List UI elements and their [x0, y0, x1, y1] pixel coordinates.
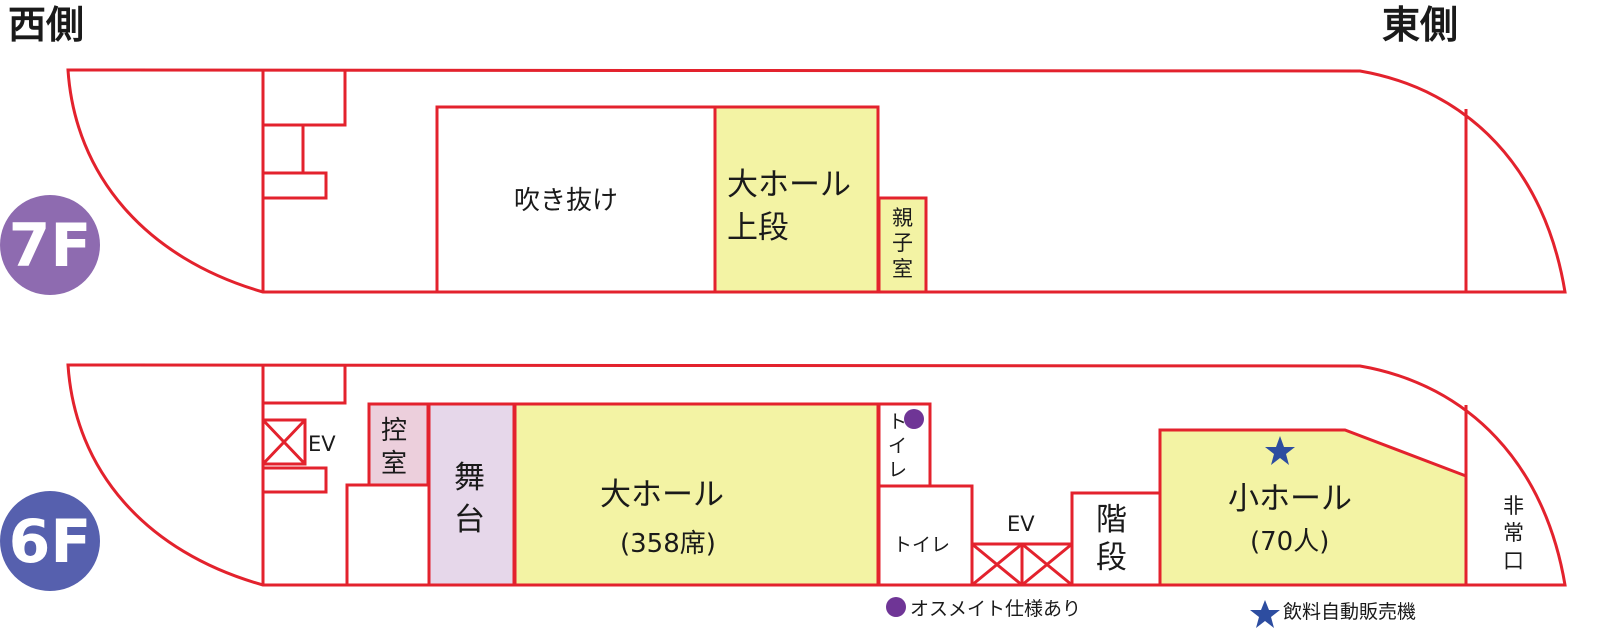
floor-7f-outline	[66, 68, 1567, 294]
floor-6f-west-core	[261, 365, 347, 585]
elevator-west-x	[261, 418, 307, 466]
floor-7f-badge-label: 7F	[9, 211, 92, 281]
legend: オスメイト仕様あり 飲料自動販売機	[886, 597, 1416, 628]
elevator-west-label: EV	[308, 432, 336, 456]
legend-vending-star-icon	[1250, 600, 1280, 628]
west-side-label: 西側	[8, 3, 84, 47]
room-big-hall-upper-label-2: 上段	[727, 210, 789, 246]
elevator-east-label: EV	[1007, 512, 1035, 536]
room-big-hall-label: 大ホール	[600, 477, 724, 513]
vending-machine-star-icon	[1265, 436, 1295, 465]
room-big-hall-upper-label-1: 大ホール	[727, 167, 851, 203]
room-small-hall-label: 小ホール	[1228, 481, 1352, 517]
room-stage-label-1: 舞	[454, 460, 485, 496]
room-green-room-label-2: 室	[381, 449, 407, 479]
floor-7f-badge: 7F	[0, 195, 100, 295]
room-big-hall-seats: (358席)	[620, 529, 716, 559]
legend-vending-label: 飲料自動販売機	[1283, 601, 1416, 623]
legend-ostomate-label: オスメイト仕様あり	[910, 598, 1081, 620]
legend-ostomate-icon	[886, 597, 906, 617]
room-parent-child-label-2: 子	[892, 231, 913, 255]
room-green-room	[367, 402, 430, 487]
room-stairs-label-2: 段	[1096, 540, 1127, 576]
room-small-hall-capacity: (70人)	[1250, 527, 1329, 557]
emergency-exit-label-3: 口	[1503, 549, 1524, 573]
elevator-east	[970, 542, 1074, 587]
room-west-storage	[345, 483, 431, 587]
room-toilet-label: トイレ	[893, 534, 950, 556]
room-toilet-ostomate-label-3: レ	[888, 459, 907, 481]
floor-7f-plan: 吹き抜け 大ホール 上段 親 子 室	[66, 68, 1567, 294]
room-parent-child	[877, 196, 928, 294]
east-side-label: 東側	[1382, 3, 1458, 47]
floor-6f-plan: EV 控 室 舞 台 大ホール (358席) ト イ レ トイレ EV 階 段	[66, 363, 1567, 587]
room-stage-label-2: 台	[454, 502, 485, 538]
room-parent-child-label-1: 親	[892, 206, 913, 230]
floor-7f-west-core	[261, 70, 347, 292]
floor-6f-outline	[66, 363, 1567, 587]
emergency-exit-label-2: 常	[1503, 521, 1524, 545]
room-atrium-label: 吹き抜け	[514, 186, 618, 216]
room-green-room-label-1: 控	[381, 416, 407, 446]
room-toilet-ostomate-label-1: ト	[888, 411, 907, 433]
room-parent-child-label-3: 室	[892, 257, 913, 281]
room-big-hall-upper	[713, 105, 880, 294]
room-small-hall	[1158, 428, 1468, 587]
room-atrium	[435, 105, 717, 294]
room-stairs-label-1: 階	[1096, 502, 1127, 538]
emergency-exit-label-1: 非	[1503, 494, 1524, 518]
room-stairs	[1070, 491, 1162, 587]
room-toilet-ostomate-label-2: イ	[888, 435, 907, 457]
floor-6f-badge-label: 6F	[9, 507, 92, 577]
ostomate-marker-icon	[904, 409, 924, 429]
room-toilet	[877, 484, 974, 587]
room-big-hall	[513, 402, 880, 587]
floor-6f-badge: 6F	[0, 491, 100, 591]
room-stage	[427, 402, 516, 587]
